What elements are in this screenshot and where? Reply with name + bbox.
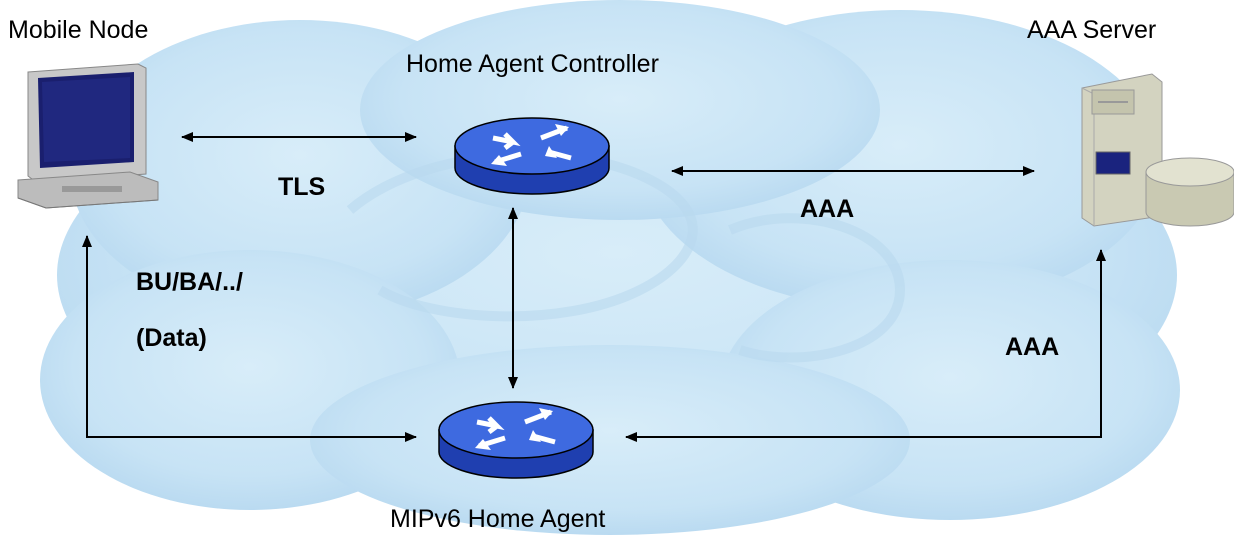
mipv6-home-agent-label: MIPv6 Home Agent	[390, 505, 606, 533]
link-arrows	[82, 132, 1106, 442]
tls-label: TLS	[278, 173, 326, 201]
arrow-mn-ha	[82, 235, 417, 442]
aaa-label-top: AAA	[800, 195, 855, 223]
mobile-node-label: Mobile Node	[8, 16, 149, 44]
arrow-ha-aaa	[625, 249, 1106, 442]
server-icon	[1081, 73, 1163, 227]
computer-icon	[17, 63, 159, 209]
bu-ba-label: BU/BA/../	[136, 268, 243, 296]
router-icon	[454, 117, 610, 195]
database-icon	[1145, 157, 1234, 227]
aaa-label-bottom: AAA	[1005, 333, 1060, 361]
data-label: (Data)	[136, 324, 207, 352]
aaa-server-label: AAA Server	[1027, 16, 1157, 44]
home-agent-controller-label: Home Agent Controller	[406, 50, 659, 78]
router-icon	[438, 401, 594, 479]
